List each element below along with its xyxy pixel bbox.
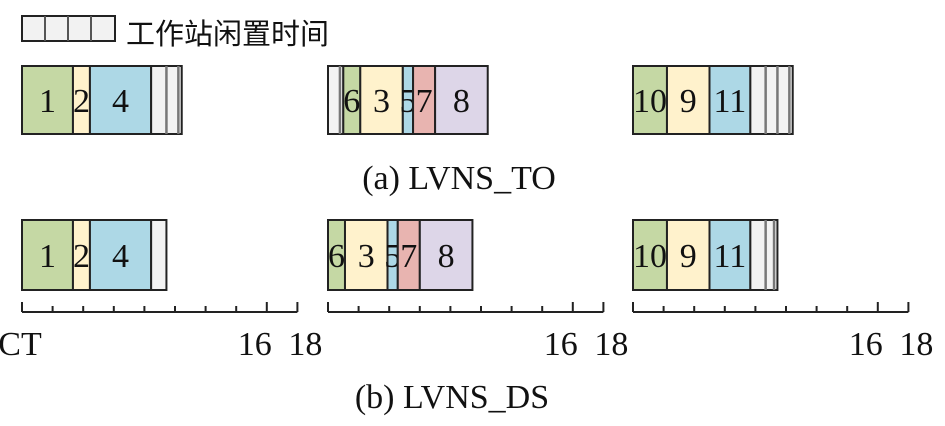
task-10-label: 10 — [633, 238, 667, 275]
task-3-label: 3 — [373, 83, 390, 120]
task-8-label: 8 — [453, 83, 470, 120]
task-4-label: 4 — [112, 83, 129, 120]
axis-tick-label: 18 — [288, 326, 322, 363]
task-10-segment — [632, 219, 668, 291]
task-7-label: 7 — [416, 83, 433, 120]
task-3-segment — [343, 219, 389, 291]
task-1-label: 1 — [39, 238, 56, 275]
task-11-segment — [708, 65, 752, 135]
task-11-label: 11 — [714, 83, 747, 120]
axis-tick-label: 16 — [544, 326, 578, 363]
task-2-label: 2 — [73, 238, 90, 275]
time-axes: CT 16 18 16 18 16 18 — [0, 302, 933, 363]
task-4-segment — [88, 219, 153, 291]
task-9-label: 9 — [680, 83, 697, 120]
task-3-label: 3 — [358, 238, 375, 275]
task-3-segment — [359, 65, 404, 135]
task-1-label: 1 — [39, 83, 56, 120]
task-1-segment — [21, 65, 74, 135]
task-4-label: 4 — [112, 238, 129, 275]
axis-tick-label: 16 — [849, 326, 883, 363]
task-7-label: 7 — [400, 238, 417, 275]
task-9-segment — [665, 65, 711, 135]
axis-tick-label: 16 — [238, 326, 272, 363]
task-8-segment — [434, 65, 489, 135]
task-1-segment — [21, 219, 74, 291]
legend-label: 工作站闲置时间 — [126, 17, 329, 51]
idle-time-legend-swatch — [21, 15, 116, 42]
axis-tick-label: 18 — [594, 326, 628, 363]
task-2-label: 2 — [73, 83, 90, 120]
idle-segment — [749, 65, 794, 135]
task-6-label: 6 — [328, 238, 345, 275]
idle-segment — [150, 219, 168, 291]
axis-tick-label: CT — [0, 326, 42, 363]
task-10-label: 10 — [633, 83, 667, 120]
axis-tick-label: 18 — [899, 326, 933, 363]
task-10-segment — [632, 65, 668, 135]
legend: 工作站闲置时间 — [21, 15, 329, 51]
caption-lvns-to: (a) LVNS_TO — [362, 160, 556, 197]
task-9-segment — [665, 219, 711, 291]
caption-lvns-ds: (b) LVNS_DS — [355, 379, 549, 416]
task-8-segment — [418, 219, 474, 291]
task-11-label: 11 — [714, 238, 747, 275]
task-8-label: 8 — [438, 238, 455, 275]
task-11-segment — [708, 219, 752, 291]
task-9-label: 9 — [680, 238, 697, 275]
task-6-label: 6 — [343, 83, 360, 120]
